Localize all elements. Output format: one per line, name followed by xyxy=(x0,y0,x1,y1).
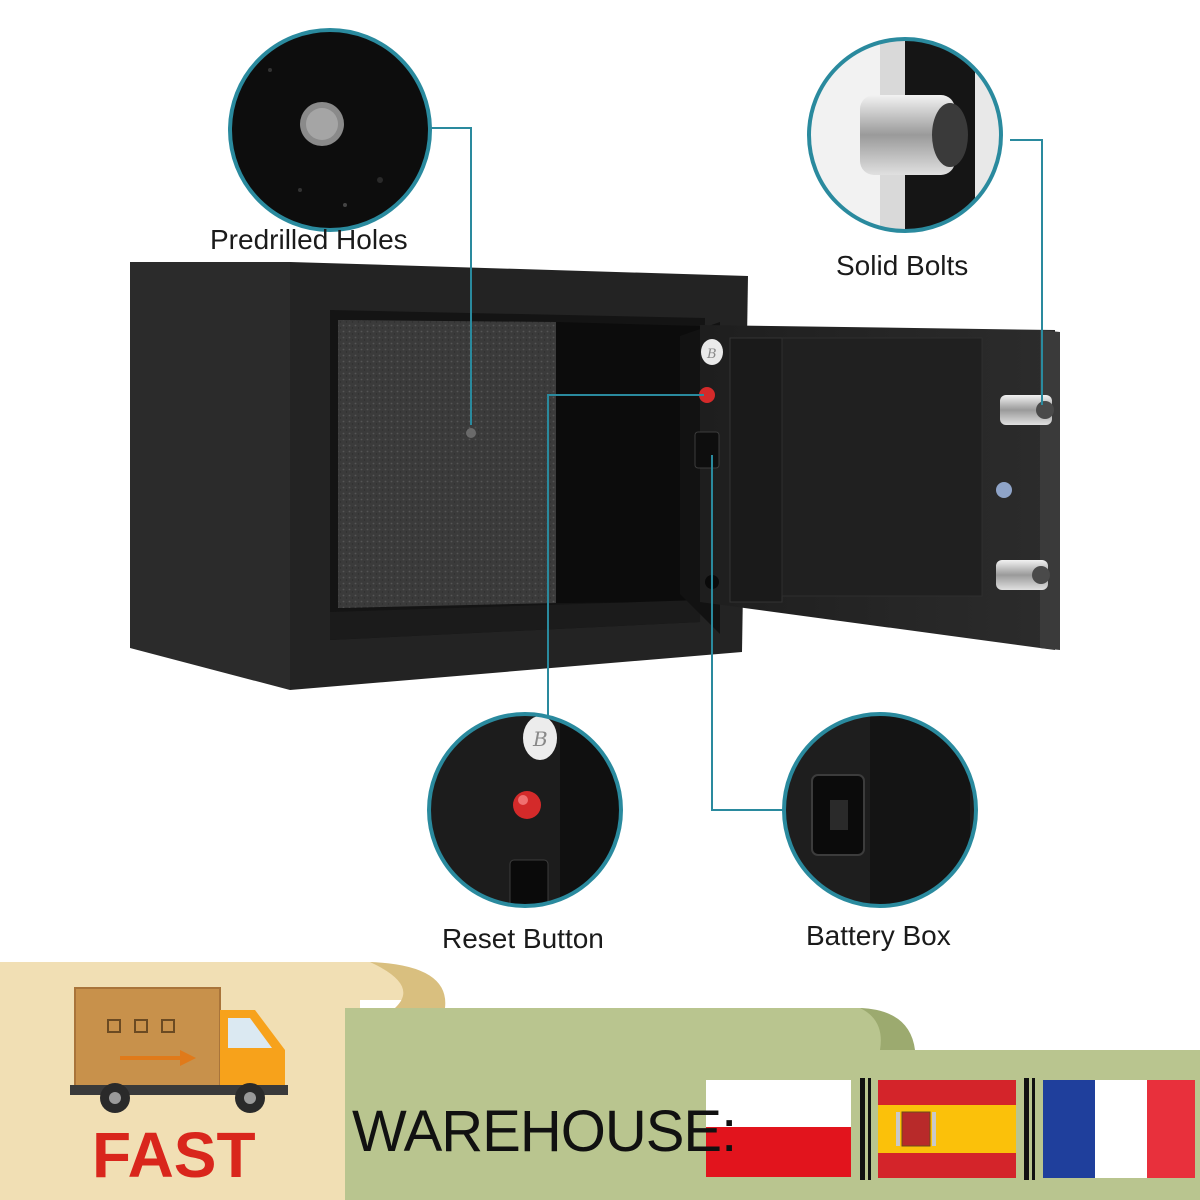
poland-flag xyxy=(706,1080,851,1177)
callout-lines xyxy=(430,127,1043,811)
flag-divider xyxy=(868,1078,871,1180)
warehouse-label: WAREHOUSE: xyxy=(352,1099,737,1164)
sticker-letter: B xyxy=(706,347,717,362)
reset-button-dot xyxy=(699,387,715,403)
label-solid-bolts: Solid Bolts xyxy=(836,250,969,281)
zoom-predrilled-holes xyxy=(228,28,432,232)
label-predrilled-holes: Predrilled Holes xyxy=(210,224,408,255)
label-battery-box: Battery Box xyxy=(806,920,951,951)
fast-label: FAST xyxy=(92,1119,256,1191)
delivery-truck-icon xyxy=(70,987,288,1113)
safe-door: B xyxy=(680,322,1060,650)
zoom-battery-box xyxy=(782,712,978,908)
felt-back-panel xyxy=(338,320,556,608)
label-reset-button: Reset Button xyxy=(442,923,604,954)
flag-divider xyxy=(1032,1078,1035,1180)
flag-divider xyxy=(860,1078,865,1180)
zoom-solid-bolts xyxy=(807,37,1003,233)
bolt-bottom xyxy=(996,560,1048,590)
safe-body xyxy=(130,262,748,690)
predrilled-hole xyxy=(466,428,476,438)
zoom-reset-button: B xyxy=(427,712,623,908)
france-flag xyxy=(1043,1080,1195,1178)
zoom-sticker-letter: B xyxy=(532,727,548,751)
flag-divider xyxy=(1024,1078,1029,1180)
bolt-top xyxy=(1000,395,1052,425)
spain-flag xyxy=(878,1080,1016,1178)
